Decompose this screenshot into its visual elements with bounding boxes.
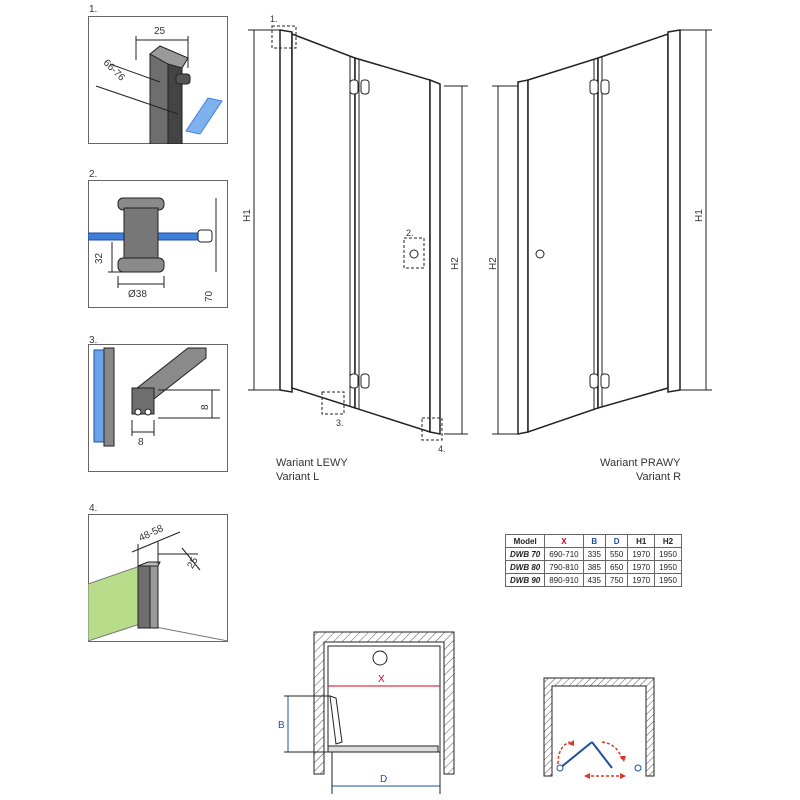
dim-h2-label: H2 xyxy=(488,257,499,270)
handle-icon xyxy=(409,249,419,259)
handle-icon xyxy=(535,249,545,259)
table-row: DWB 80 790-810 385 650 1970 1950 xyxy=(504,560,682,574)
drain-icon xyxy=(372,650,388,666)
hinge-icon xyxy=(360,79,370,95)
table-cell: DWB 70 xyxy=(504,547,546,561)
dim-x-label: X xyxy=(378,674,385,685)
dim-label: 32 xyxy=(94,252,105,264)
dim-d-label: D xyxy=(380,774,387,785)
table-header: Model xyxy=(504,534,546,548)
table-header-row: Model X B D H1 H2 xyxy=(504,534,682,548)
table-header: X xyxy=(544,534,584,548)
door-right-elevation: H2 H1 xyxy=(488,29,712,435)
table-header: B xyxy=(582,534,606,548)
table-row: DWB 70 690-710 335 550 1970 1950 xyxy=(504,547,682,561)
dim-label: 8 xyxy=(200,404,211,410)
table-cell: DWB 90 xyxy=(504,573,546,587)
dim-label: 25 xyxy=(186,555,201,571)
dim-h1-label: H1 xyxy=(242,209,253,222)
table-cell: 890-910 xyxy=(544,573,584,587)
dim-label: 25 xyxy=(154,26,166,37)
table-cell: 550 xyxy=(604,547,629,561)
detail-4-drawing: 48-58 25 xyxy=(88,514,228,642)
table-cell: 1970 xyxy=(627,573,656,587)
door-left-elevation: H1 1. 2. 3. 4. H2 xyxy=(242,14,468,454)
dim-label: 70 xyxy=(204,290,215,302)
variant-right-caption-en: Variant R xyxy=(636,471,682,483)
variant-left-caption-en: Variant L xyxy=(276,471,320,483)
detail-number: 1. xyxy=(89,4,98,15)
table-cell: 1950 xyxy=(654,547,682,561)
table-cell: 790-810 xyxy=(544,560,584,574)
variant-right-caption-pl: Wariant PRAWY xyxy=(600,457,681,469)
hinge-icon xyxy=(349,373,359,389)
detail-number: 3. xyxy=(89,335,98,346)
callout-label: 4. xyxy=(438,444,446,454)
hinge-icon xyxy=(360,373,370,389)
hinge-icon xyxy=(349,79,359,95)
hinge-icon xyxy=(600,79,610,95)
dim-b-label: B xyxy=(278,720,285,731)
variant-left-caption-pl: Wariant LEWY xyxy=(276,457,348,469)
table-cell: 385 xyxy=(582,560,606,574)
dim-label: Ø38 xyxy=(128,289,147,300)
detail-number: 4. xyxy=(89,503,98,514)
table-row: DWB 90 890-910 435 750 1970 1950 xyxy=(504,573,682,587)
table-cell: 335 xyxy=(582,547,606,561)
hinge-icon xyxy=(589,373,599,389)
table-cell: 435 xyxy=(582,573,606,587)
callout-label: 3. xyxy=(336,418,344,428)
detail-number: 2. xyxy=(89,169,98,180)
opening-schema xyxy=(543,677,655,779)
detail-1-drawing: 25 66-76 xyxy=(88,16,228,144)
table-cell: 650 xyxy=(604,560,629,574)
dim-h1-label: H1 xyxy=(694,209,705,222)
table-cell: 1950 xyxy=(654,560,682,574)
dim-h2-label: H2 xyxy=(450,257,461,270)
model-dimensions-table: Model X B D H1 H2 DWB 70 690-710 335 550… xyxy=(504,534,682,587)
table-cell: 750 xyxy=(604,573,629,587)
callout-label: 1. xyxy=(270,14,278,24)
hinge-icon xyxy=(600,373,610,389)
table-cell: 1970 xyxy=(627,560,656,574)
table-cell: 690-710 xyxy=(544,547,584,561)
hinge-icon xyxy=(589,79,599,95)
callout-label: 2. xyxy=(406,228,414,238)
detail-2-drawing: 32 Ø38 70 xyxy=(88,180,228,308)
table-header: D xyxy=(604,534,629,548)
table-cell: 1970 xyxy=(627,547,656,561)
table-cell: DWB 80 xyxy=(504,560,546,574)
plan-view: X B D xyxy=(278,631,455,794)
table-cell: 1950 xyxy=(654,573,682,587)
detail-3-drawing: 8 8 xyxy=(88,344,228,472)
dim-label: 8 xyxy=(138,437,144,448)
swing-arrow-icon xyxy=(557,741,571,765)
table-header: H2 xyxy=(654,534,682,548)
table-header: H1 xyxy=(627,534,656,548)
